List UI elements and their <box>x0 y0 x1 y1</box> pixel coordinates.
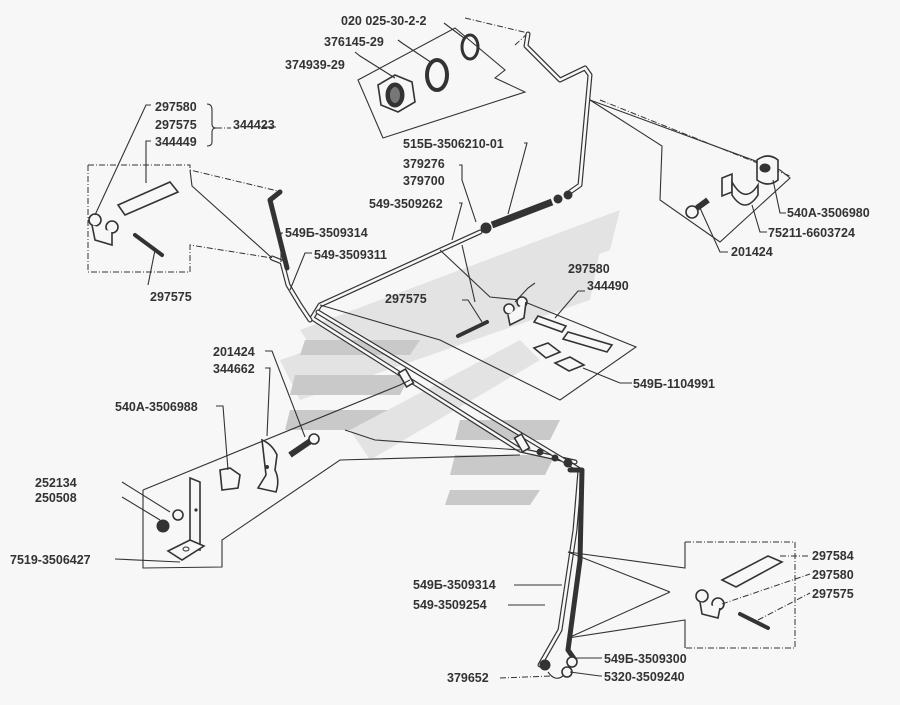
label-297580-c: 297580 <box>812 568 854 582</box>
label-379276: 379276 <box>403 157 445 171</box>
fitting-kit-group <box>354 17 529 139</box>
label-344490: 344490 <box>587 279 629 293</box>
label-515b-3506210: 515Б-3506210-01 <box>403 137 504 151</box>
label-540a-3506988: 540А-3506988 <box>115 400 198 414</box>
part-labels: 020 025-30-2-2 376145-29 374939-29 29758… <box>10 14 870 685</box>
label-297584: 297584 <box>812 549 854 563</box>
clip-kit-middle <box>319 244 638 401</box>
label-379700: 379700 <box>403 174 445 188</box>
label-297580-b: 297580 <box>568 262 610 276</box>
label-7519-3506427: 7519-3506427 <box>10 553 91 567</box>
label-540a-3506980: 540А-3506980 <box>787 206 870 220</box>
label-549-3509254: 549-3509254 <box>413 598 487 612</box>
washer-376145 <box>425 58 449 92</box>
label-297575-a: 297575 <box>155 118 197 132</box>
clip-kit-left <box>87 104 283 286</box>
label-297575-b: 297575 <box>150 290 192 304</box>
lower-leaders <box>499 584 602 679</box>
label-379652: 379652 <box>447 671 489 685</box>
center-leaders <box>262 126 528 291</box>
label-297575-c: 297575 <box>385 292 427 306</box>
label-75211-6603724: 75211-6603724 <box>768 226 855 240</box>
label-201424-lower: 201424 <box>213 345 255 359</box>
label-376145: 376145-29 <box>324 35 384 49</box>
bolt-201424-lower <box>288 433 320 458</box>
label-344423: 344423 <box>233 118 275 132</box>
label-5320-3509240: 5320-3509240 <box>604 670 685 684</box>
label-201424-upper: 201424 <box>731 245 773 259</box>
label-297580-a: 297580 <box>155 100 197 114</box>
bolt-201424-upper <box>685 197 710 219</box>
label-549-3509311: 549-3509311 <box>314 248 387 262</box>
clip-297580 <box>88 213 119 247</box>
label-250508: 250508 <box>35 491 77 505</box>
label-549b-3509300: 549Б-3509300 <box>604 652 687 666</box>
label-549b-3509314-lower: 549Б-3509314 <box>413 578 496 592</box>
label-252134: 252134 <box>35 476 77 490</box>
nut-374939 <box>377 74 416 113</box>
clip-kit-right-lower <box>567 541 811 649</box>
brake-pipes <box>267 31 593 679</box>
label-297575-d: 297575 <box>812 587 854 601</box>
label-549-3509262: 549-3509262 <box>369 197 443 211</box>
ring-020025 <box>460 33 480 61</box>
label-344662: 344662 <box>213 362 255 376</box>
label-374939: 374939-29 <box>285 58 345 72</box>
label-344449: 344449 <box>155 135 197 149</box>
label-020025: 020 025-30-2-2 <box>341 14 427 28</box>
label-549b-1104991: 549Б-1104991 <box>633 377 715 391</box>
label-549b-3509314-upper: 549Б-3509314 <box>285 226 368 240</box>
bracket-kit-left <box>114 350 521 569</box>
clamp-kit-right-upper <box>589 99 791 253</box>
